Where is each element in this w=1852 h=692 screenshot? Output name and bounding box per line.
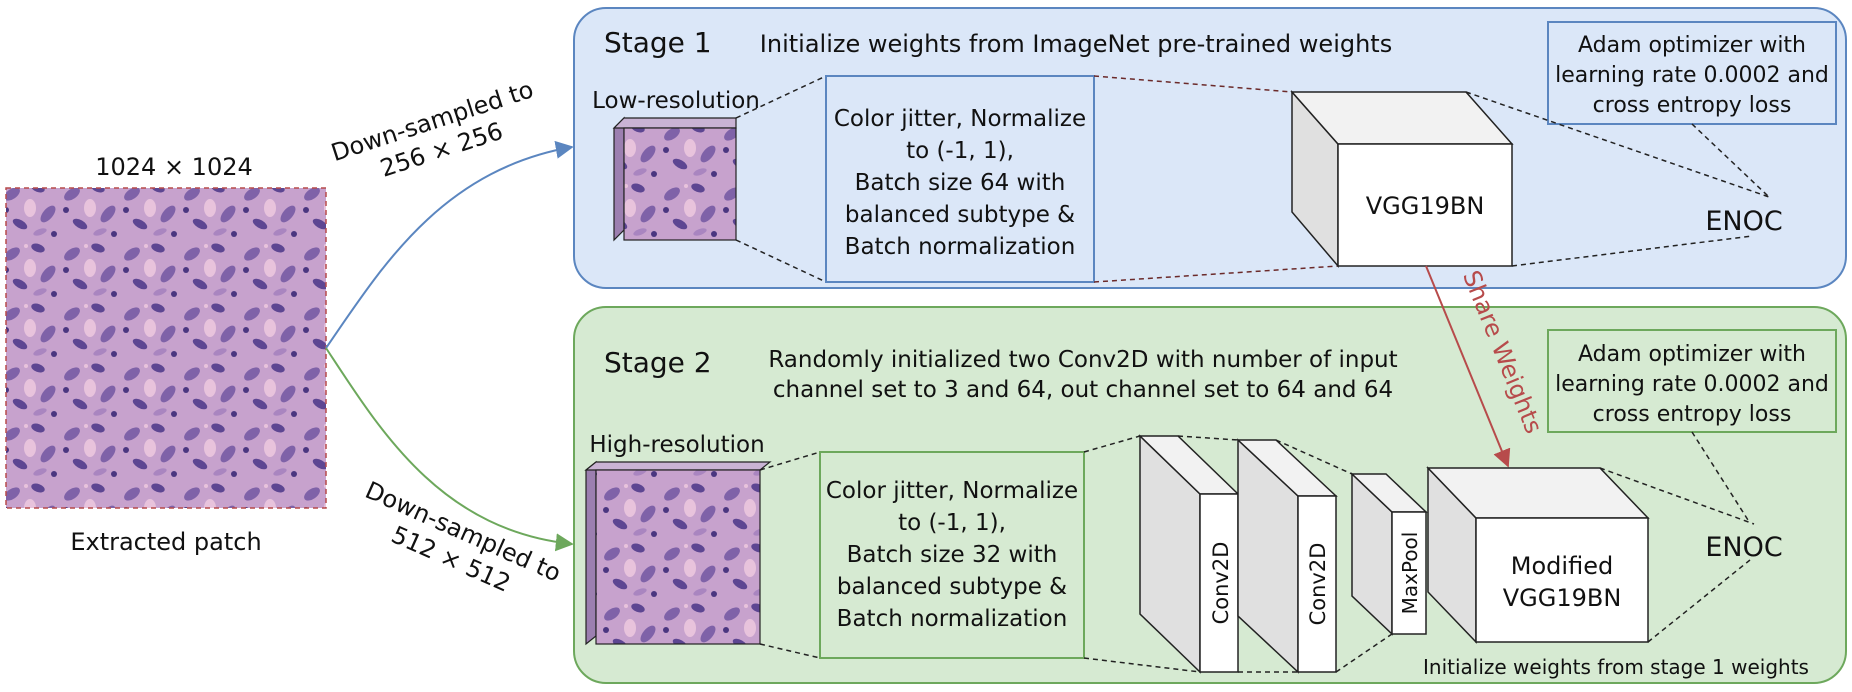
pool-link-top (1275, 439, 1353, 475)
stage2-aug-line4: balanced subtype & (837, 574, 1067, 600)
stage2-model-line2: VGG19BN (1503, 584, 1622, 612)
conv1-front (1199, 493, 1239, 673)
stage2-input-cube-top (584, 461, 772, 471)
stage1-augmentation-text: Color jitter, Normalize to (-1, 1), Batc… (834, 106, 1086, 260)
stage1-title: Stage 1 (604, 26, 712, 59)
stage1-input-cube-top (612, 117, 737, 129)
stage2-input-cube-side (585, 460, 597, 646)
stage1-augmentation-box (825, 75, 1095, 283)
stage2-aug-line1: Color jitter, Normalize (826, 478, 1078, 504)
maxpool-label: MaxPool (1398, 532, 1422, 615)
conv2-label: Conv2D (1306, 543, 1330, 626)
stage2-input-label: High-resolution (589, 432, 764, 458)
stage2-zoom-line-bottom (759, 643, 821, 659)
stage1-init-text: Initialize weights from ImageNet pre-tra… (760, 30, 1392, 58)
stage2-input-image (595, 469, 761, 645)
stage2-link-top (1083, 435, 1141, 453)
conv2-front (1297, 495, 1337, 673)
stage2-optimizer-line1: Adam optimizer with (1578, 342, 1806, 367)
patch-caption: Extracted patch (70, 528, 261, 556)
maxpool-front (1391, 511, 1427, 635)
stage2-init-line2: channel set to 3 and 64, out channel set… (773, 377, 1393, 403)
stage1-aug-line3: Batch size 64 with (855, 170, 1066, 196)
stage2-aug-line2: to (-1, 1), (898, 510, 1006, 536)
downsample-high-arrow (325, 347, 574, 552)
stage1-panel (573, 7, 1847, 289)
stage1-aug-line5: Batch normalization (845, 234, 1076, 260)
conv1-label: Conv2D (1209, 542, 1233, 625)
stage1-zoom-line-top (735, 75, 827, 119)
stage2-link-bottom (1083, 657, 1201, 673)
stage1-aug-line1: Color jitter, Normalize (834, 106, 1086, 132)
extracted-patch-image (5, 187, 327, 509)
stage1-model-to-loss-bottom (1511, 235, 1753, 267)
stage2-augmentation-text: Color jitter, Normalize to (-1, 1), Batc… (826, 478, 1078, 632)
stage2-augmentation-box (819, 451, 1085, 659)
stage1-model-label: VGG19BN (1366, 192, 1485, 220)
vgg-cube-front (1337, 143, 1513, 267)
stage2-aug-line3: Batch size 32 with (847, 542, 1058, 568)
stage2-init-line1: Randomly initialized two Conv2D with num… (768, 347, 1397, 373)
pool-link-bottom (1335, 633, 1393, 673)
stage2-model-line1: Modified (1511, 552, 1613, 580)
stage1-optimizer-line1: Adam optimizer with (1578, 33, 1806, 58)
stage1-zoom-line-bottom (735, 239, 827, 283)
stage2-optimizer-line3: cross entropy loss (1593, 402, 1792, 427)
stage1-aug-line4: balanced subtype & (845, 202, 1075, 228)
stage1-input-cube-side (613, 116, 625, 242)
stage1-aug-line2: to (-1, 1), (906, 138, 1014, 164)
downsample-low-arrow (325, 140, 574, 349)
stage1-link-bottom (1093, 265, 1339, 283)
stage1-input-label: Low-resolution (592, 88, 760, 114)
stage1-loss-label: ENOC (1705, 206, 1782, 237)
stage2-loss-label: ENOC (1705, 532, 1782, 563)
patch-size-label: 1024 × 1024 (95, 153, 253, 181)
stage2-model-to-loss-top (1599, 467, 1755, 525)
stage2-footer: Initialize weights from stage 1 weights (1423, 655, 1809, 679)
stage1-optimizer-line3: cross entropy loss (1593, 93, 1792, 118)
stage2-optimizer-line2: learning rate 0.0002 and (1555, 372, 1829, 397)
stage1-optimizer-line2: learning rate 0.0002 and (1555, 63, 1829, 88)
stage1-link-top (1093, 75, 1293, 93)
stage2-model-to-loss-bottom (1647, 559, 1751, 643)
stage2-zoom-line-top (759, 451, 821, 471)
stage2-title: Stage 2 (604, 346, 712, 379)
modified-vgg-front (1475, 517, 1649, 643)
stage2-aug-line5: Batch normalization (837, 606, 1068, 632)
share-weights-arrow (1425, 265, 1511, 468)
conv-link-top (1177, 435, 1239, 441)
stage1-input-image (623, 127, 737, 241)
